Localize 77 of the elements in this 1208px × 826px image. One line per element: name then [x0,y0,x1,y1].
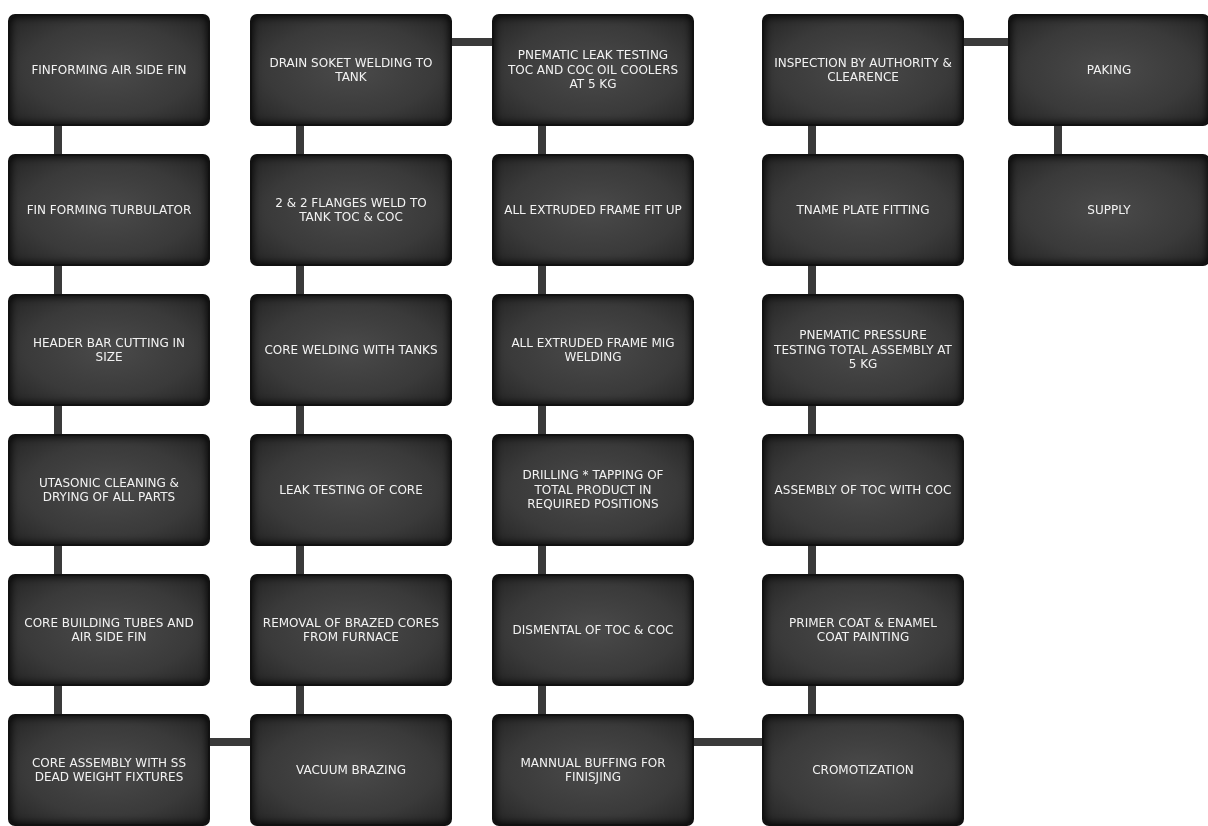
step-label: ALL EXTRUDED FRAME FIT UP [504,202,682,218]
process-box [250,574,452,686]
connector-line [1054,126,1062,154]
connector-line [54,546,62,574]
process-box [762,14,964,126]
step-label: CORE BUILDING TUBES AND AIR SIDE FIN [23,615,195,645]
step-label: REMOVAL OF BRAZED CORES FROM FURNACE [262,615,440,645]
connector-line [54,126,62,154]
step-label: HEADER BAR CUTTING IN SIZE [31,335,187,365]
step-label: FINFORMING AIR SIDE FIN [31,62,187,78]
process-box [1008,14,1208,126]
step-label: MANNUAL BUFFING FOR FINISJING [519,755,667,785]
process-box [762,574,964,686]
step-label: DISMENTAL OF TOC & COC [512,622,674,638]
process-box [8,714,210,826]
process-box [250,14,452,126]
step-label: DRAIN SOKET WELDING TO TANK [268,55,434,85]
connector-line [538,126,546,154]
step-label: ALL EXTRUDED FRAME MIG WELDING [510,335,676,365]
connector-line [694,738,762,746]
step-label: CROMOTIZATION [812,762,914,778]
connector-line [210,738,250,746]
connector-line [808,266,816,294]
process-box [762,294,964,406]
process-box [8,14,210,126]
process-box [1008,154,1208,266]
process-box [492,294,694,406]
step-label: DRILLING * TAPPING OF TOTAL PRODUCT IN REQUIRED POSITIONS [521,468,665,512]
process-box [8,294,210,406]
step-label: PNEMATIC LEAK TESTING TOC AND COC OIL COOLERS AT 5 KG [506,48,680,92]
step-label: FIN FORMING TURBULATOR [26,202,192,218]
process-box [762,434,964,546]
connector-line [452,38,492,46]
step-label: PNEMATIC PRESSURE TESTING TOTAL ASSEMBLY AT 5 KG [774,328,952,372]
step-label: ASSEMBLY OF TOC WITH COC [774,482,952,498]
connector-line [296,546,304,574]
connector-line [54,406,62,434]
step-label: TNAME PLATE FITTING [796,202,930,218]
process-box [8,434,210,546]
connector-line [54,686,62,714]
process-box [492,574,694,686]
connector-line [808,546,816,574]
connector-line [538,266,546,294]
connector-line [808,406,816,434]
process-box [492,14,694,126]
step-label: LEAK TESTING OF CORE [279,482,423,498]
process-box [492,434,694,546]
step-label: 2 & 2 FLANGES WELD TO TANK TOC & COC [274,195,428,225]
step-label: VACUUM BRAZING [296,762,406,778]
step-label: CORE WELDING WITH TANKS [264,342,438,358]
step-label: PRIMER COAT & ENAMEL COAT PAINTING [788,615,938,645]
process-box [250,434,452,546]
step-label: SUPPLY [1087,202,1131,218]
connector-line [54,266,62,294]
process-box [250,714,452,826]
process-box [762,154,964,266]
connector-line [808,686,816,714]
connector-line [538,686,546,714]
process-box [8,574,210,686]
step-label: UTASONIC CLEANING & DRYING OF ALL PARTS [38,475,180,505]
process-box [250,154,452,266]
process-box [492,714,694,826]
process-box [8,154,210,266]
connector-line [538,406,546,434]
step-label: CORE ASSEMBLY WITH SS DEAD WEIGHT FIXTURES [30,755,188,785]
step-label: PAKING [1086,62,1132,78]
connector-line [808,126,816,154]
connector-line [296,686,304,714]
process-box [492,154,694,266]
connector-line [538,546,546,574]
process-box [250,294,452,406]
connector-line [296,126,304,154]
process-box [762,714,964,826]
connector-line [296,406,304,434]
step-label: INSPECTION BY AUTHORITY & CLEARENCE [774,55,952,85]
connector-line [296,266,304,294]
connector-line [964,38,1008,46]
